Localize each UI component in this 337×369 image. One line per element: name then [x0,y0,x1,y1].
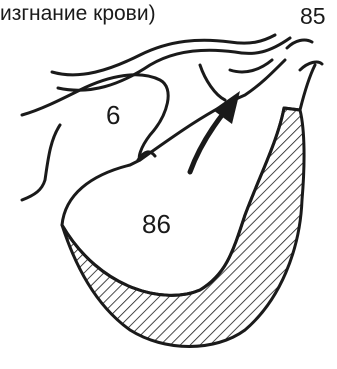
aorta-pressure-label: 85 [300,3,326,29]
atrium-pressure-label: 6 [106,100,120,130]
ejection-arrow [190,91,240,172]
caption-text: изгнание крови) [0,2,156,25]
atrium-outline [22,75,168,200]
ventricle-pressure-label: 86 [142,209,171,239]
vessel-outline [52,35,322,100]
ventricle-wall-hatched [62,108,304,347]
